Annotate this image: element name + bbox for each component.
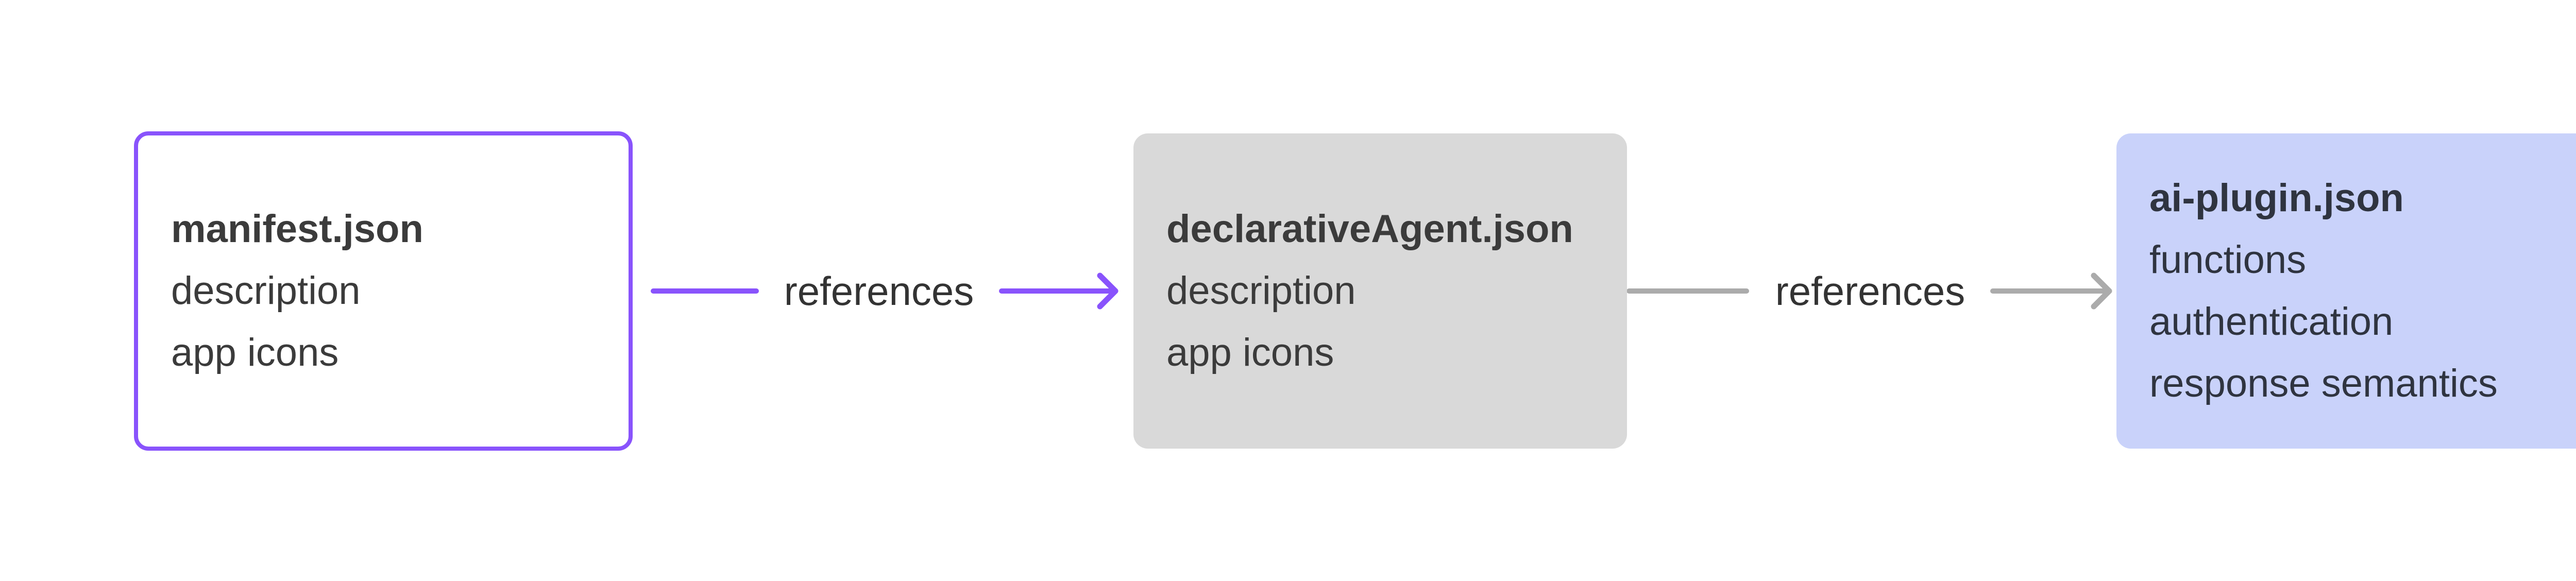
node-item: app icons: [1166, 331, 1334, 374]
arrow-manifest-to-declarativeagent: references: [651, 268, 1118, 314]
node-item: description: [1166, 269, 1356, 313]
node-item: app icons: [171, 331, 339, 374]
node-item: authentication: [2149, 300, 2394, 344]
node-ai-plugin-json: ai-plugin.json functions authentication …: [2116, 133, 2576, 449]
node-item: description: [171, 269, 361, 313]
node-item: response semantics: [2149, 362, 2498, 405]
arrow-label: references: [1775, 268, 1965, 314]
node-title: ai-plugin.json: [2149, 176, 2404, 220]
node-manifest-json: manifest.json description app icons: [134, 131, 633, 451]
node-declarativeagent-json: declarativeAgent.json description app ic…: [1133, 133, 1627, 449]
arrowhead-icon: [1097, 272, 1118, 310]
arrow-label: references: [784, 268, 974, 314]
node-title: declarativeAgent.json: [1166, 207, 1573, 251]
arrow-declarativeagent-to-aiplugin: references: [1627, 268, 2112, 314]
arrowhead-icon: [2091, 272, 2112, 310]
node-item: functions: [2149, 238, 2307, 282]
node-title: manifest.json: [171, 207, 423, 251]
